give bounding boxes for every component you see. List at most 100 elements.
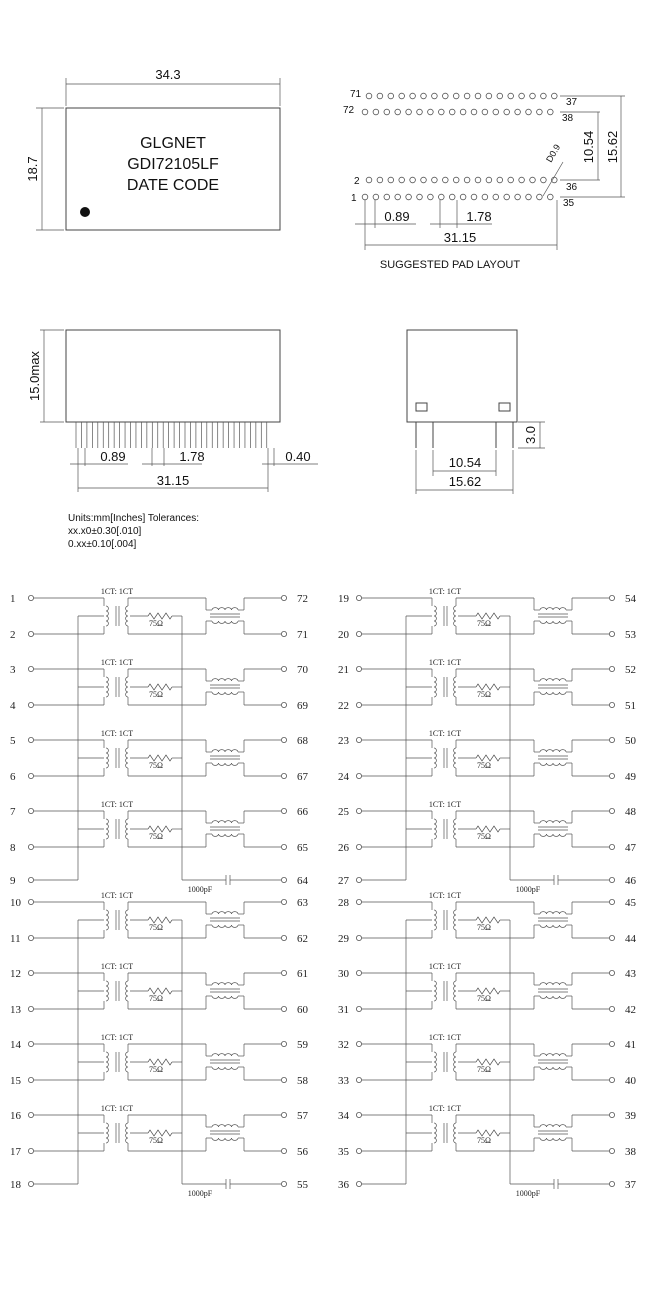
- pad-hole: [409, 176, 416, 184]
- pin-terminal: [355, 1076, 362, 1083]
- transformer-primary: [105, 1122, 109, 1144]
- resistor: [475, 825, 501, 833]
- pin-label: 57: [297, 1110, 309, 1122]
- pin-label: 36: [338, 1179, 350, 1191]
- pin-label: 59: [297, 1039, 309, 1051]
- pin-label: 32: [338, 1039, 349, 1051]
- pad-hole: [361, 108, 369, 116]
- notes-line-3: 0.xx±0.10[.004]: [68, 539, 137, 550]
- resistor-label: 75Ω: [149, 1136, 163, 1145]
- turns-ratio-label: 1CT: 1CT: [101, 1104, 133, 1113]
- pad-hole: [416, 108, 423, 116]
- pad-hole: [474, 92, 482, 100]
- transformer-secondary: [453, 909, 457, 931]
- pad-label-72: 72: [343, 105, 355, 116]
- pin-label: 45: [625, 897, 637, 909]
- pin-label: 29: [338, 933, 350, 945]
- pin-label: 22: [338, 700, 349, 712]
- pin-label: 35: [338, 1146, 350, 1158]
- pin-terminal: [355, 736, 362, 743]
- turns-ratio-label: 1CT: 1CT: [429, 658, 461, 667]
- pad-hole: [518, 176, 525, 184]
- pin-terminal: [608, 666, 615, 673]
- transformer-primary: [433, 1051, 437, 1073]
- side-span-dim: 31.15: [157, 473, 190, 488]
- transformer-primary: [105, 909, 109, 931]
- transformer-secondary: [125, 980, 129, 1002]
- pad-hole: [485, 92, 493, 100]
- transformer-secondary: [453, 818, 457, 840]
- pin-terminal: [27, 736, 34, 743]
- pad-hole: [536, 108, 543, 116]
- pad-hole: [438, 108, 445, 116]
- transformer-secondary: [125, 1051, 129, 1073]
- choke-winding: [211, 678, 239, 682]
- resistor-label: 75Ω: [477, 832, 491, 841]
- pad-hole: [387, 176, 394, 184]
- choke-winding: [211, 607, 239, 611]
- side-pitch-dim-b: 1.78: [179, 449, 204, 464]
- capacitor-label: 1000pF: [516, 1189, 541, 1198]
- pin-terminal: [280, 970, 287, 977]
- pad-hole: [518, 92, 525, 100]
- pin-label: 46: [625, 875, 637, 887]
- pin-label: 6: [10, 771, 16, 783]
- transformer-primary: [105, 1051, 109, 1073]
- resistor: [147, 1129, 173, 1137]
- pin-terminal: [608, 1040, 615, 1047]
- pin-label: 10: [10, 897, 22, 909]
- pin-terminal: [608, 876, 615, 883]
- pad-hole: [361, 193, 369, 201]
- pin-terminal: [280, 1076, 287, 1083]
- pin-label: 68: [297, 735, 309, 747]
- top-view-body: [65, 107, 281, 231]
- pin-terminal: [27, 898, 34, 905]
- pin-label: 44: [625, 933, 637, 945]
- choke-winding: [211, 1066, 239, 1070]
- resistor-label: 75Ω: [149, 923, 163, 932]
- transformer-primary: [433, 818, 437, 840]
- pad-hole: [540, 176, 547, 184]
- pad-hole: [427, 193, 434, 201]
- top-height-dim: 18.7: [25, 156, 40, 181]
- resistor-label: 75Ω: [477, 923, 491, 932]
- choke-winding: [539, 911, 567, 915]
- resistor-label: 75Ω: [477, 690, 491, 699]
- pin-terminal: [608, 772, 615, 779]
- resistor: [475, 754, 501, 762]
- pad-hole: [398, 176, 405, 184]
- pin-label: 4: [10, 700, 16, 712]
- pad-hole: [503, 108, 510, 116]
- resistor-label: 75Ω: [149, 690, 163, 699]
- pad-label-2: 2: [354, 176, 360, 187]
- notes-line-2: xx.x0±0.30[.010]: [68, 526, 142, 537]
- pin-terminal: [355, 1180, 362, 1187]
- pad-label-38: 38: [562, 113, 574, 124]
- resistor-label: 75Ω: [477, 1136, 491, 1145]
- pad-hole: [442, 92, 449, 100]
- end-standoff-dim: 3.0: [523, 426, 538, 444]
- pin-label: 65: [297, 842, 309, 854]
- pad-hole: [496, 176, 503, 184]
- pad-hole: [492, 193, 499, 201]
- pin-label: 11: [10, 933, 21, 945]
- transformer-primary: [433, 676, 437, 698]
- pad-hole: [496, 92, 503, 100]
- transformer-primary: [105, 676, 109, 698]
- pad-pitch-dim-a: 0.89: [384, 209, 409, 224]
- pin-terminal: [608, 935, 615, 942]
- pin-terminal: [355, 666, 362, 673]
- pin-terminal: [355, 772, 362, 779]
- pin-label: 7: [10, 806, 16, 818]
- pad-hole: [525, 193, 532, 201]
- choke-winding: [539, 924, 567, 928]
- transformer-secondary: [125, 1122, 129, 1144]
- end-row-dim-a: 10.54: [449, 455, 482, 470]
- pad-hole: [474, 176, 482, 184]
- pin-label: 9: [10, 875, 16, 887]
- transformer-secondary: [453, 1122, 457, 1144]
